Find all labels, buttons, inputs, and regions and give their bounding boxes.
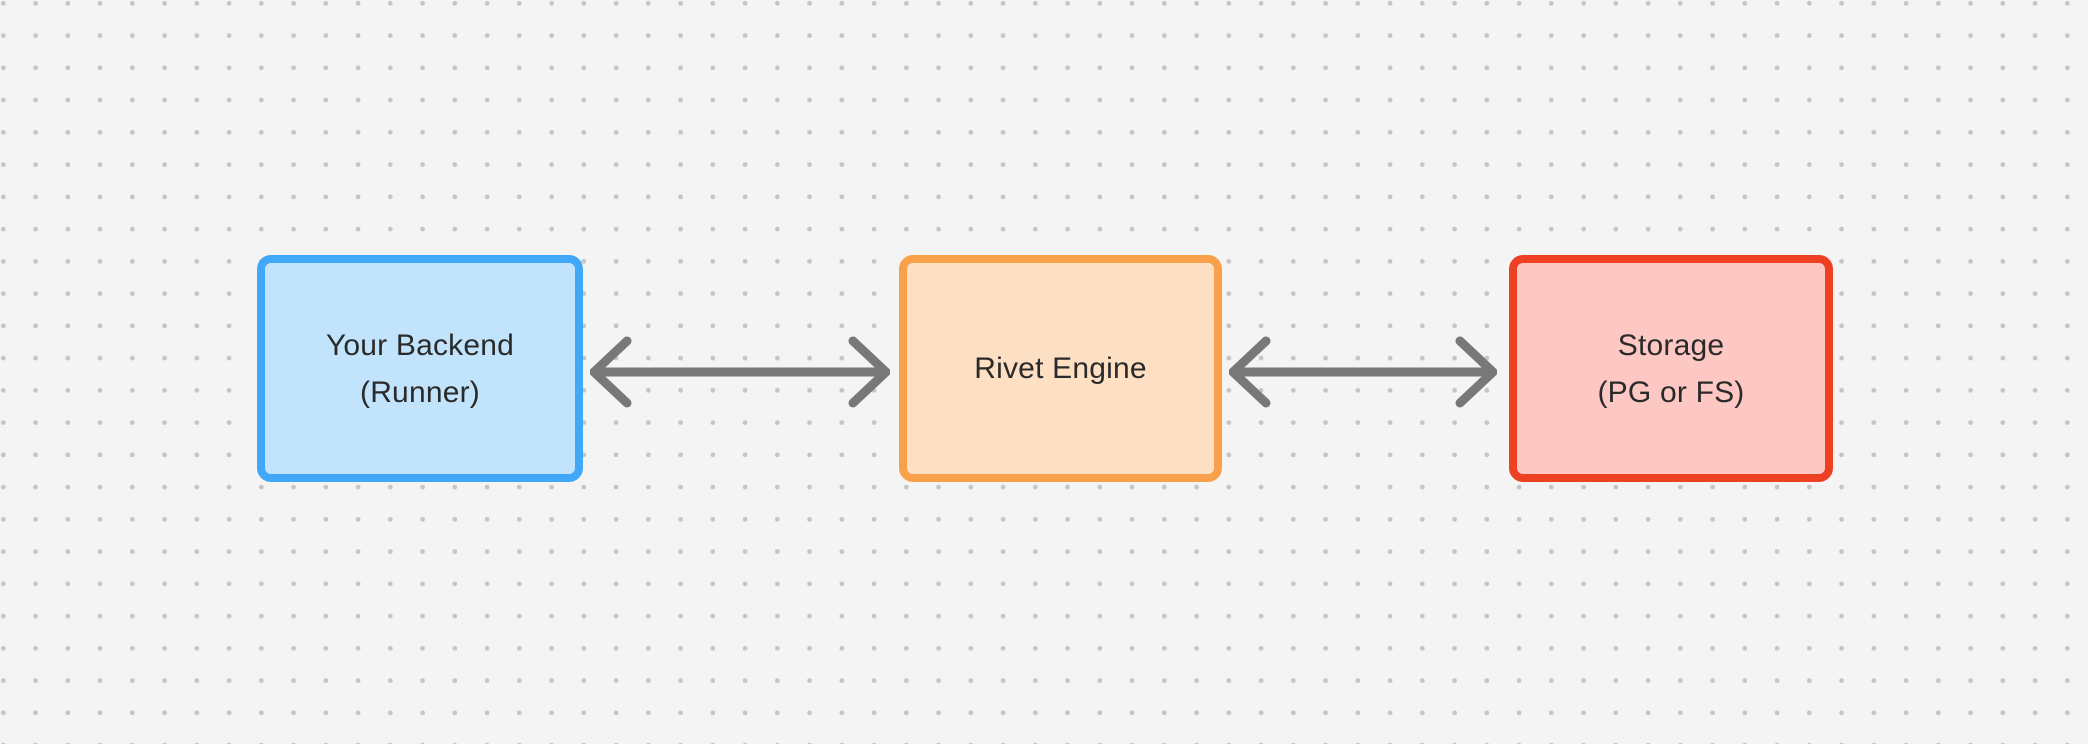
node-rivet-engine: Rivet Engine	[899, 255, 1222, 482]
bidirectional-arrow-icon	[1229, 330, 1497, 414]
arrow-strokes	[1229, 336, 1497, 408]
node-label-line1: Your Backend	[325, 328, 515, 362]
arrow-strokes	[590, 336, 890, 408]
node-label-line1: Rivet Engine	[974, 352, 1147, 385]
node-your-backend: Your Backend (Runner)	[257, 255, 583, 482]
node-label-line2: (Runner)	[360, 375, 480, 409]
node-storage: Storage (PG or FS)	[1509, 255, 1833, 482]
node-label-line1: Storage	[1617, 328, 1725, 362]
node-label-line2: (PG or FS)	[1597, 375, 1745, 409]
bidirectional-arrow-icon	[590, 330, 890, 414]
